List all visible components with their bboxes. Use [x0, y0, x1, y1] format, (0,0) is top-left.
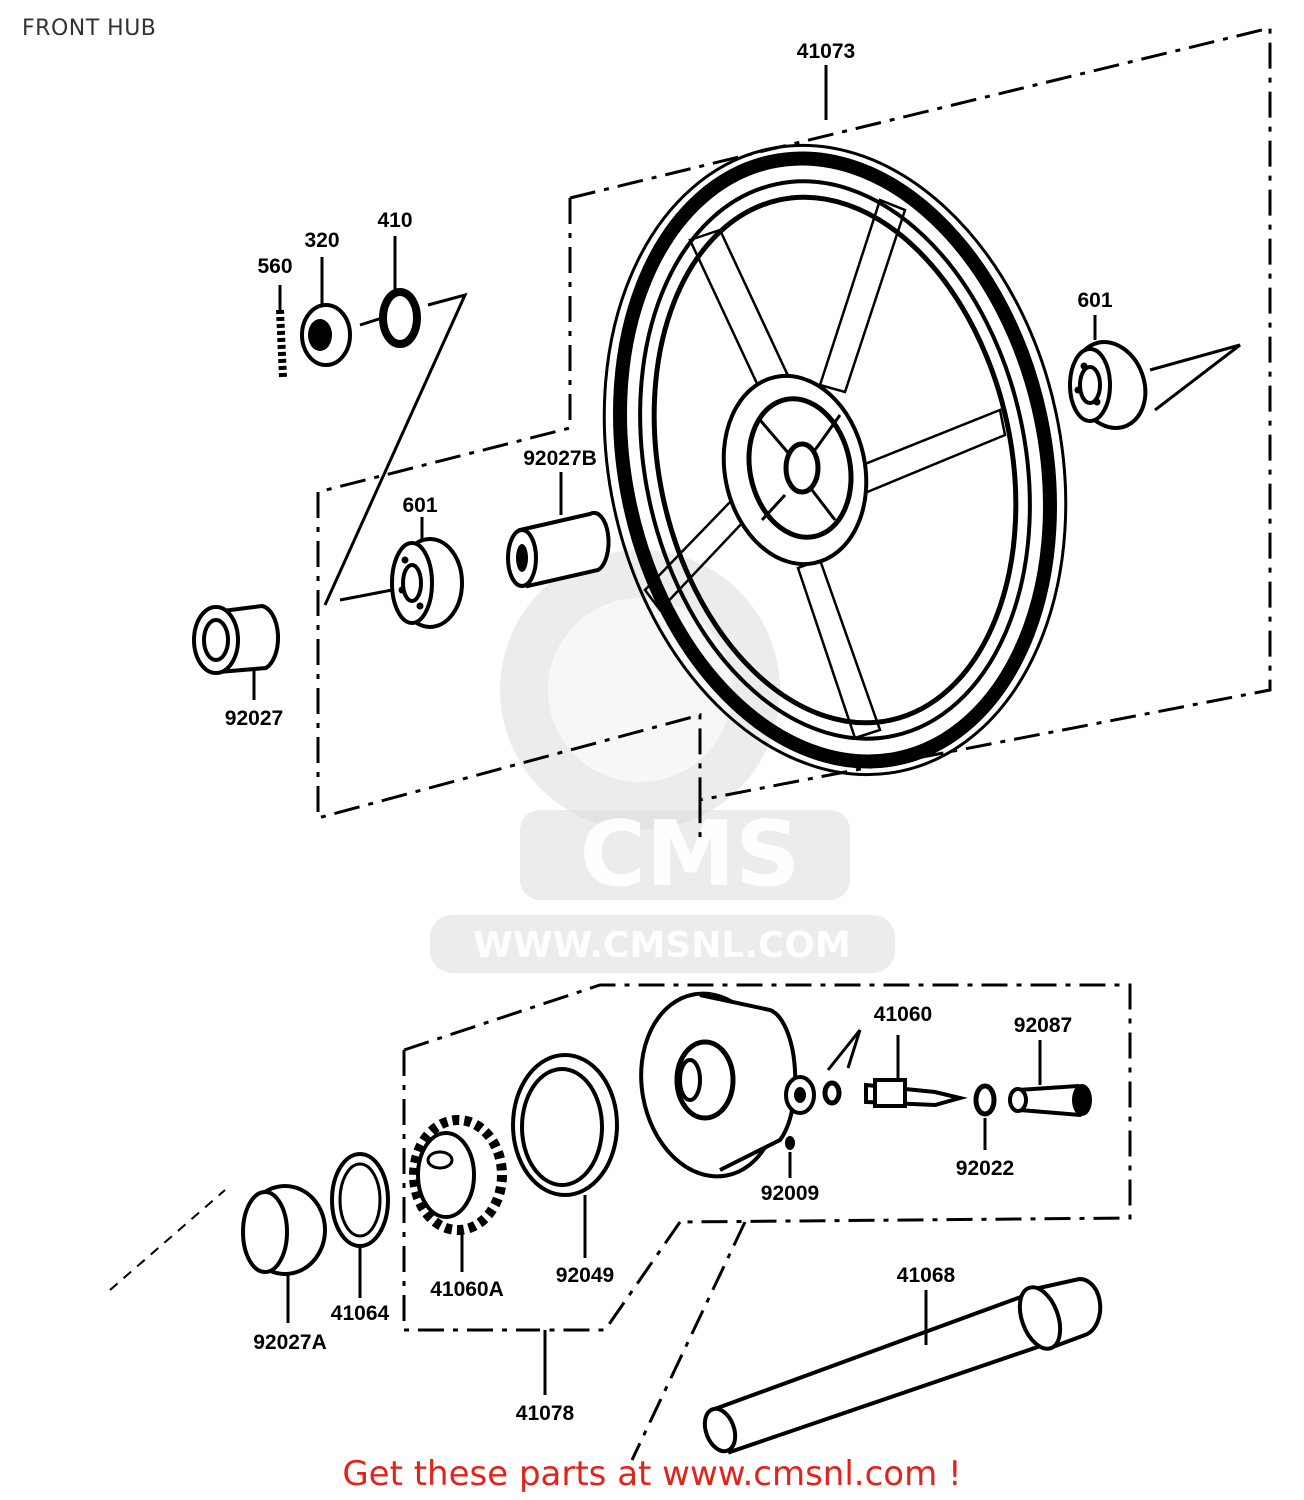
valve-cap-320 — [300, 257, 352, 367]
promo-link[interactable]: Get these parts at www.cmsnl.com ! — [342, 1454, 962, 1494]
bushing-92087 — [1008, 1040, 1092, 1118]
gear-41060a — [409, 1115, 507, 1272]
label-41068: 41068 — [897, 1264, 956, 1287]
label-601-right: 601 — [1077, 289, 1112, 312]
label-92027a: 92027A — [253, 1331, 327, 1354]
label-92022: 92022 — [956, 1157, 1014, 1180]
label-560: 560 — [257, 255, 292, 278]
spacer-92027b — [506, 472, 611, 589]
pinion-41060 — [822, 1029, 968, 1108]
label-41064: 41064 — [331, 1302, 390, 1325]
valve-washer-410 — [323, 236, 468, 606]
bearing-601-right — [1068, 315, 1241, 430]
valve-core-560 — [276, 285, 287, 379]
seal-92049 — [511, 1053, 619, 1258]
label-41060: 41060 — [874, 1003, 932, 1026]
gear-housing — [639, 991, 816, 1179]
label-41073: 41073 — [797, 40, 855, 63]
label-320: 320 — [304, 229, 339, 252]
label-92027: 92027 — [225, 707, 283, 730]
label-41078: 41078 — [516, 1402, 575, 1425]
pin-92009 — [785, 1136, 795, 1178]
axle-41068 — [702, 1277, 1103, 1455]
meter-gear-boundary — [402, 983, 1132, 1461]
watermark-brand: CMS — [580, 802, 800, 907]
label-92049: 92049 — [556, 1264, 614, 1287]
label-410: 410 — [377, 209, 412, 232]
bearing-601-left — [339, 517, 464, 629]
label-601-left: 601 — [402, 494, 437, 517]
watermark-url: WWW.CMSNL.COM — [473, 925, 851, 966]
washer-92022 — [973, 1083, 997, 1150]
label-41060a: 41060A — [430, 1278, 504, 1301]
label-92087: 92087 — [1014, 1014, 1072, 1037]
label-92027b: 92027B — [523, 447, 597, 470]
wheel-assembly-boundary — [316, 26, 1272, 845]
label-92009: 92009 — [761, 1182, 819, 1205]
page-title: FRONT HUB — [22, 16, 157, 41]
collar-92027a — [109, 1184, 327, 1323]
collar-92027 — [192, 603, 281, 700]
wheel-41073 — [602, 143, 1068, 777]
retainer-41064 — [330, 1152, 390, 1298]
